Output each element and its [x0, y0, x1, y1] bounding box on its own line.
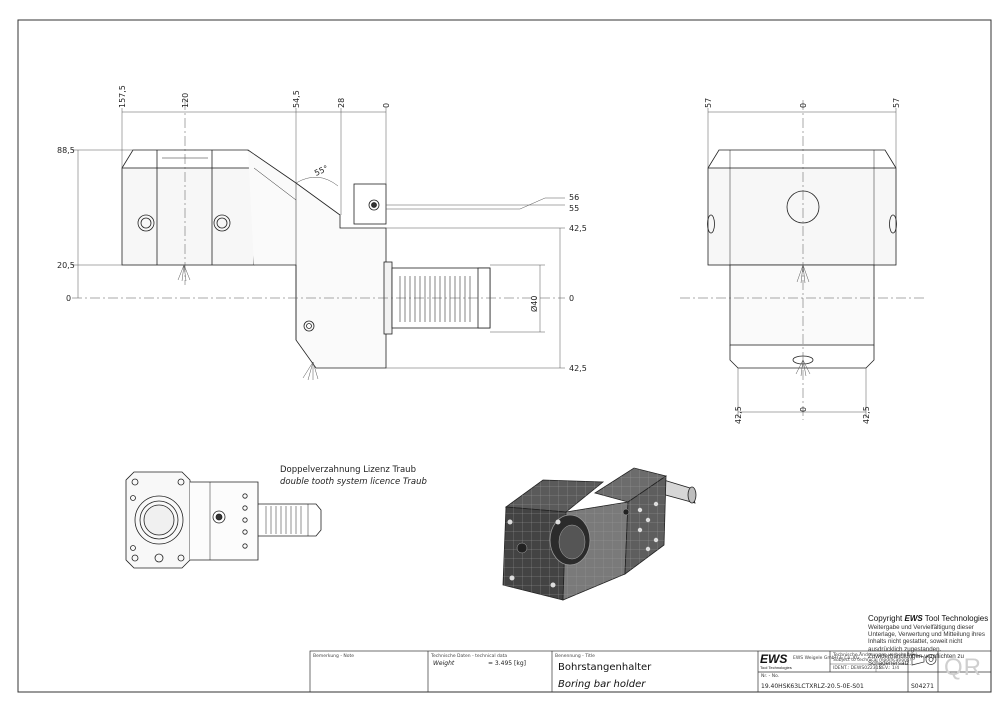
part-number-label: Nr. - No. — [761, 673, 779, 679]
copyright-notice: Copyright EWS Tool Technologies Weiterga… — [868, 614, 990, 667]
note-english: double tooth system licence Traub — [280, 477, 427, 487]
sheet-border — [17, 19, 992, 693]
side-view — [121, 149, 491, 369]
dim-0-right: 0 — [569, 294, 574, 303]
top-view-shank — [258, 503, 322, 537]
top-view-body — [190, 481, 259, 561]
side-hole-left — [137, 214, 155, 232]
projection-cone-icon — [911, 653, 925, 666]
dim-28: 28 — [337, 98, 346, 108]
dim-angle: 55° — [313, 164, 330, 178]
ews-logo-sub: Tool Technologies — [760, 665, 792, 670]
front-dim-42-5-right: 42,5 — [862, 406, 871, 424]
revision: REV.: 1/4 — [879, 665, 899, 671]
front-lower-block — [729, 264, 875, 346]
dim-157-5: 157,5 — [118, 85, 127, 108]
side-left-top-chamfer — [121, 149, 255, 169]
copyright-body: Weitergabe und Vervielfältigung dieser U… — [868, 624, 985, 668]
changes-german: Technische Änderungen vorbehalten! — [832, 651, 917, 658]
dim-0-left: 0 — [66, 294, 71, 303]
note-german: Doppelverzahnung Lizenz Traub — [280, 465, 416, 475]
top-view — [125, 471, 322, 569]
side-thread-lines — [399, 276, 471, 322]
part-number: 19.40HSK63LCTXRLZ-20.5-0E-S01 — [761, 683, 864, 690]
front-dim-57-right: 57 — [892, 98, 901, 108]
side-dimension-lines — [72, 100, 565, 369]
iso-view — [502, 467, 697, 601]
front-hatch-marks — [795, 264, 811, 377]
dim-88-5: 88,5 — [57, 146, 75, 155]
title-block — [309, 650, 992, 693]
dim-54-5: 54,5 — [292, 90, 301, 108]
title-block-icons — [911, 653, 937, 666]
front-view — [707, 149, 897, 369]
side-coolant-nipple — [353, 183, 387, 225]
copyright-brand: EWS — [904, 614, 923, 623]
dim-42-5-bottom: 42,5 — [569, 364, 587, 373]
side-hatch-marks — [177, 264, 319, 381]
dim-56: 56 — [569, 193, 579, 202]
front-dim-42-5-left: 42,5 — [734, 406, 743, 424]
ews-logo: EWS — [760, 652, 787, 666]
front-dim-0-top: 0 — [799, 103, 808, 108]
dim-120: 120 — [181, 93, 190, 108]
changes-english: Subject to technical modifications! — [833, 657, 911, 663]
front-dim-0-bottom: 0 — [799, 407, 808, 412]
front-top-chamfer — [707, 149, 897, 169]
front-upper-block — [707, 167, 897, 266]
dim-0-top: 0 — [382, 103, 391, 108]
title-german: Bohrstangenhalter — [558, 662, 652, 673]
front-dim-57-left: 57 — [704, 98, 713, 108]
dim-42-5-top: 42,5 — [569, 224, 587, 233]
tech-data-label: Technische Daten - technical data — [430, 653, 507, 659]
dim-20-5: 20,5 — [57, 261, 75, 270]
copyright-prefix: Copyright — [868, 614, 903, 623]
copyright-suffix: Tool Technologies — [924, 614, 989, 623]
ident-code: IDENT.: DEWS022315 — [833, 665, 882, 671]
title-english: Boring bar holder — [558, 679, 646, 690]
weight-label: Weight — [433, 660, 455, 667]
dim-diameter: Ø40 — [529, 296, 539, 312]
front-dimension-lines — [680, 100, 925, 420]
side-left-block — [121, 167, 255, 266]
side-hole-right — [213, 214, 231, 232]
note-field-label: Bemerkung - Note — [313, 653, 354, 659]
title-label: Benennung - Title — [555, 653, 595, 659]
projection-circle-icon — [925, 654, 937, 665]
side-dimension-labels: 157,5 120 54,5 28 0 88,5 20,5 0 56 55 42… — [57, 85, 587, 373]
dim-55: 55 — [569, 204, 579, 213]
weight-value: = 3.495 [kg] — [488, 660, 526, 667]
sheet-code: S04271 — [911, 683, 934, 690]
front-base-chamfer — [729, 345, 875, 369]
side-angled-body — [247, 149, 387, 369]
company-text: EWS Weigele GmbH & Co. KG — [793, 655, 860, 661]
qr-code-placeholder: QR — [944, 654, 982, 681]
front-dimension-labels: 57 0 57 42,5 0 42,5 — [704, 98, 901, 424]
